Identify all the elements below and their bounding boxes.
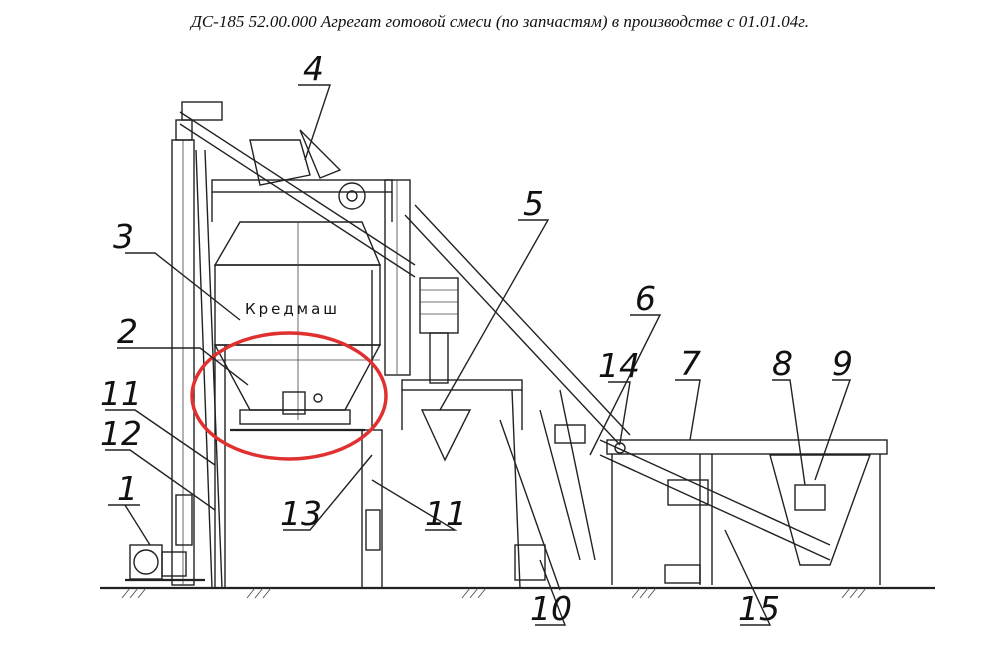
brand-label: Кредмаш <box>245 300 340 318</box>
callout-6: 6 <box>635 279 656 318</box>
callout-11-left: 11 <box>100 374 142 413</box>
dosing-unit <box>230 391 365 432</box>
callout-3: 3 <box>113 217 134 256</box>
callout-15: 15 <box>738 589 780 628</box>
leader-lines <box>105 84 851 626</box>
elevator-4 <box>179 101 416 278</box>
callout-10: 10 <box>530 589 572 628</box>
callout-7: 7 <box>680 344 701 383</box>
ladder <box>499 389 596 591</box>
callout-1: 1 <box>117 469 138 508</box>
dispenser-frame <box>606 439 888 585</box>
callout-9: 9 <box>832 344 853 383</box>
callout-12: 12 <box>100 414 142 453</box>
callout-5: 5 <box>523 184 544 223</box>
drawing-title: ДС-185 52.00.000 Агрегат готовой смеси (… <box>191 12 809 31</box>
bunker <box>213 221 382 420</box>
callout-13: 13 <box>280 494 322 533</box>
callout-8: 8 <box>772 344 793 383</box>
callout-14: 14 <box>598 346 640 385</box>
part-callouts: 1 2 3 4 5 6 7 8 9 10 11 11 12 13 14 15 <box>100 49 853 628</box>
ground-line <box>100 586 935 599</box>
callout-11-right: 11 <box>425 494 467 533</box>
skip-hoist <box>401 277 523 462</box>
highlight-ellipse <box>190 331 388 461</box>
callout-2: 2 <box>117 312 138 351</box>
main-column <box>171 119 223 589</box>
motor-unit <box>125 494 205 582</box>
inclined-conveyor <box>404 204 831 561</box>
callout-4: 4 <box>303 49 324 88</box>
